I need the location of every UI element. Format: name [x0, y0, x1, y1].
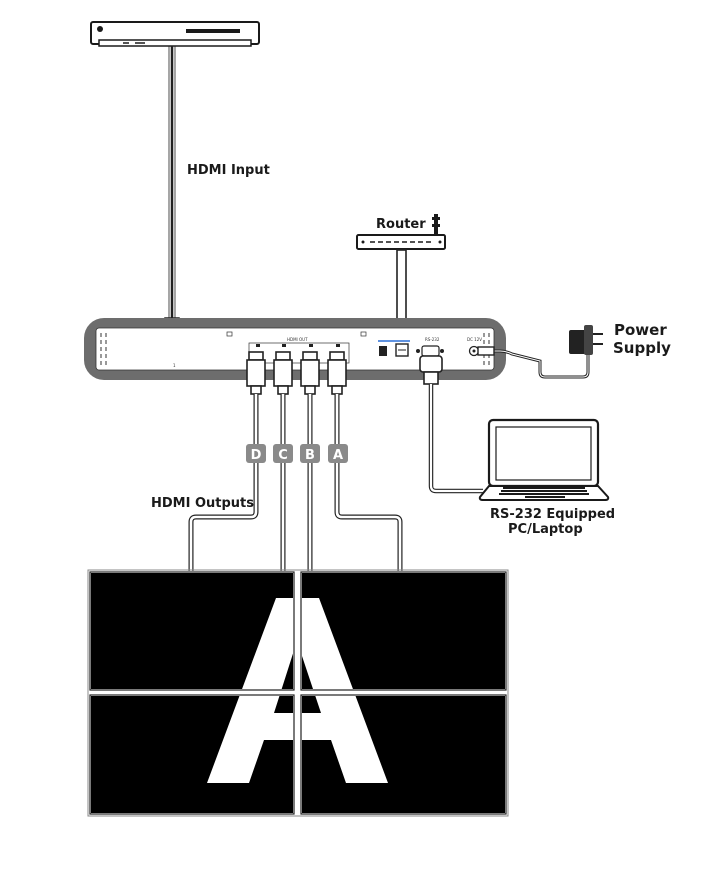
video-wall-processor: 1 HDMI OUT RS-232 DC 12V	[84, 318, 506, 380]
power-label-line2: Supply	[613, 339, 671, 357]
vent-left	[100, 333, 107, 365]
svg-text:A: A	[333, 448, 343, 463]
laptop-keyboard	[499, 487, 589, 498]
svg-text:B: B	[305, 448, 315, 463]
hdmi-outputs-label: HDMI Outputs	[151, 496, 254, 511]
power-label-line1: Power	[614, 321, 667, 339]
output-badge-c: C	[273, 444, 293, 463]
rs232-label-line1: RS-232 Equipped	[490, 507, 615, 522]
input-port-number: 1	[173, 363, 176, 368]
output-badge-b: B	[300, 444, 320, 463]
power-adapter	[477, 325, 603, 379]
output-badge-a: A	[328, 444, 348, 463]
hdmi-input-cable	[162, 46, 182, 359]
rs232-port-label: RS-232	[425, 337, 440, 342]
hdmi-out-port-label: HDMI OUT	[287, 337, 308, 342]
rs232-label-line2: PC/Laptop	[508, 522, 583, 537]
rs232-cable	[419, 355, 483, 494]
router-label: Router	[376, 217, 426, 232]
disc-slot	[186, 29, 240, 33]
hdmi-input-label: HDMI Input	[187, 163, 270, 178]
hdmi-output-cables	[188, 351, 403, 572]
wall-letter-a	[207, 598, 388, 783]
router	[356, 214, 446, 250]
wall-letter-text: A	[295, 777, 300, 783]
dc-port-label: DC 12V	[467, 337, 482, 342]
laptop	[478, 418, 610, 501]
output-badge-d: D	[246, 444, 266, 463]
usb-port	[379, 346, 387, 356]
power-led-icon	[97, 26, 103, 32]
video-wall	[87, 569, 509, 817]
source-player	[90, 21, 260, 47]
svg-text:D: D	[251, 448, 262, 463]
svg-text:C: C	[278, 448, 288, 463]
